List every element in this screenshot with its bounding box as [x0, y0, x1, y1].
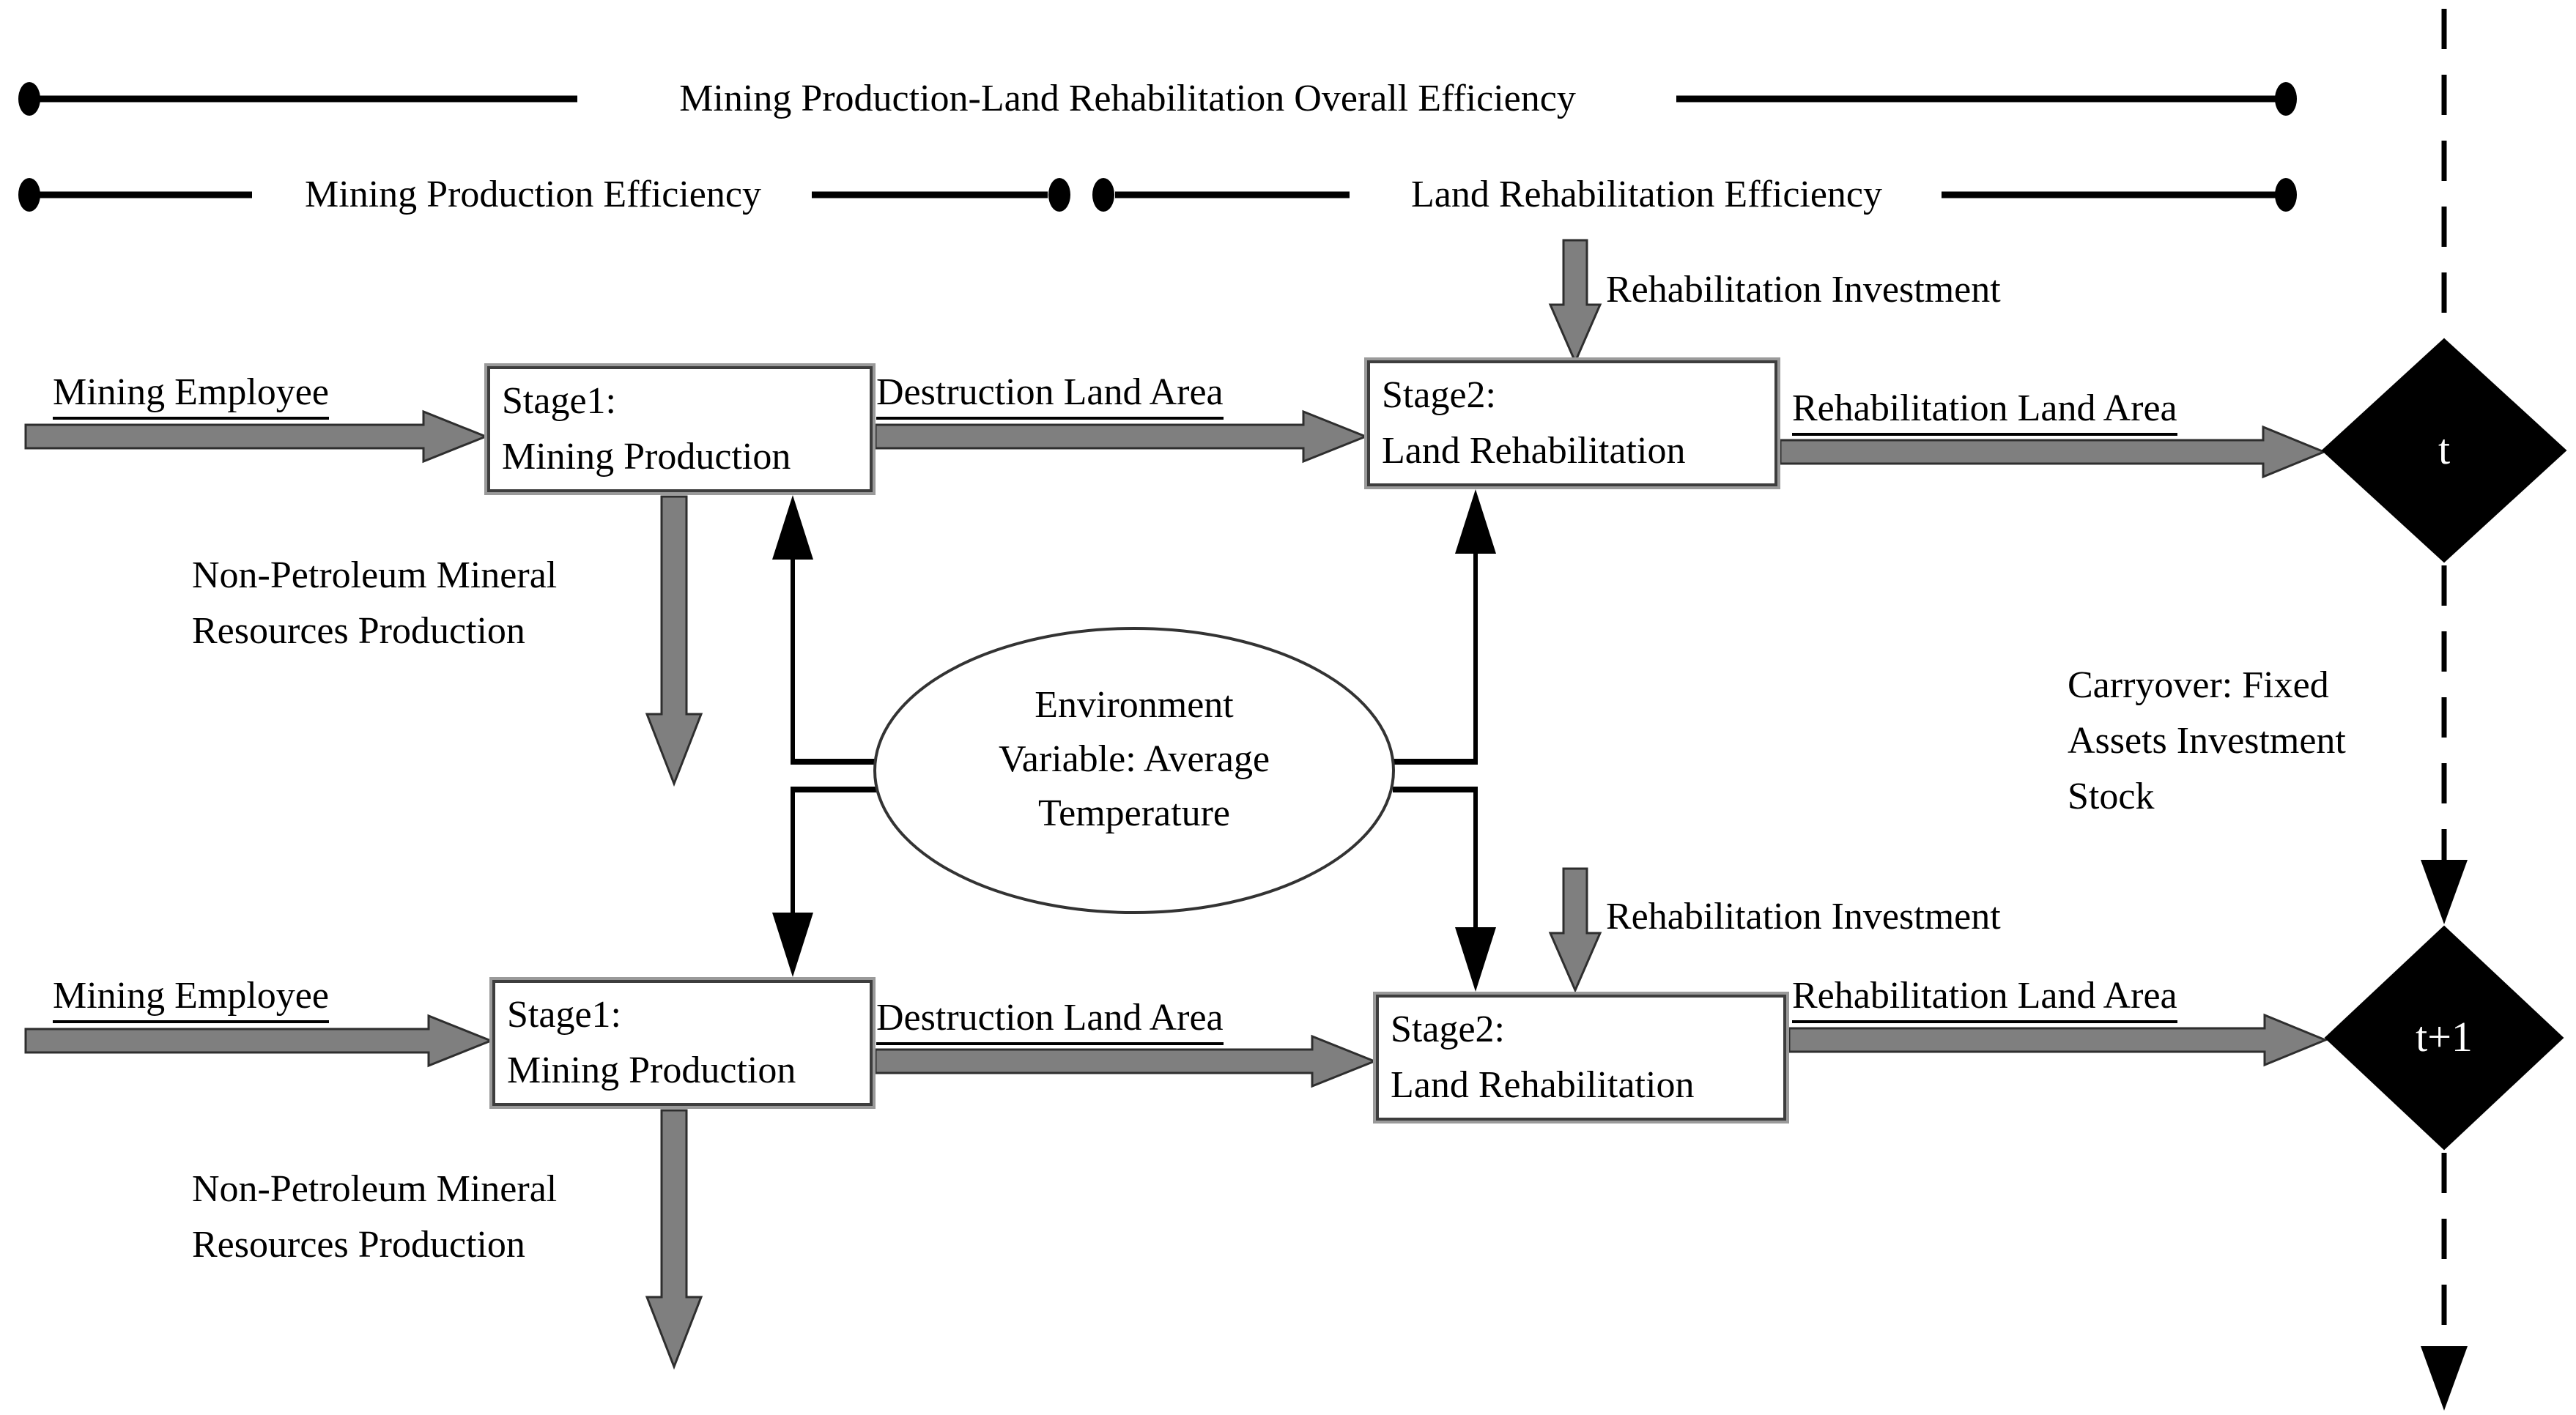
environment-variable-line1: Environment	[1035, 684, 1234, 726]
legend-overall-left-dot	[18, 82, 40, 116]
carryover-label: Carryover: Fixed Assets Investment Stock	[2068, 658, 2346, 825]
rehabilitation-investment-label-t1: Rehabilitation Investment	[1606, 896, 2001, 937]
environment-variable-ellipse	[873, 627, 1395, 914]
non-petroleum-label-t: Non-Petroleum Mineral Resources Producti…	[192, 548, 557, 659]
non-petroleum-output-arrow-t1	[645, 1109, 703, 1370]
stage1-box-t1-line1: Stage1:	[507, 994, 621, 1036]
stage2-box-t1: Stage2: Land Rehabilitation	[1373, 992, 1789, 1124]
legend-overall-efficiency-label: Mining Production-Land Rehabilitation Ov…	[679, 78, 1576, 119]
mining-employee-arrow-t1	[24, 1014, 495, 1068]
period-diamond-t1	[2324, 925, 2564, 1151]
env-right-up-arrowhead	[1455, 489, 1496, 554]
destruction-land-area-arrow-t	[874, 409, 1369, 464]
mining-employee-arrow-t	[24, 409, 489, 464]
stage2-box-t1-line2: Land Rehabilitation	[1391, 1064, 1695, 1106]
env-left-down-arrowhead	[772, 913, 813, 977]
env-left-up-arrowhead	[772, 495, 813, 560]
stage2-box-t: Stage2: Land Rehabilitation	[1364, 357, 1780, 489]
environment-variable-line3: Temperature	[1038, 792, 1230, 834]
environment-variable-label: Environment Variable: Average Temperatur…	[878, 678, 1391, 841]
legend-rehab-left-dot	[1092, 178, 1114, 212]
rehabilitation-land-area-label-t1: Rehabilitation Land Area	[1792, 974, 2177, 1023]
legend-rehab-right-dot	[2275, 178, 2297, 212]
period-label-t1: t+1	[2416, 1013, 2473, 1061]
carryover-arrowhead-into-t1	[2421, 860, 2468, 924]
legend-mining-left-dot	[18, 178, 40, 212]
rehabilitation-land-area-arrow-t1	[1788, 1013, 2328, 1067]
period-label-t: t	[2438, 426, 2451, 473]
rehabilitation-investment-label-t: Rehabilitation Investment	[1606, 269, 2001, 311]
stage2-box-t-line1: Stage2:	[1382, 374, 1496, 416]
non-petroleum-output-arrow-t	[645, 495, 703, 787]
stage1-box-t-line1: Stage1:	[502, 380, 616, 422]
non-petroleum-label-t1-line2: Resources Production	[192, 1224, 525, 1266]
stage2-box-t-line2: Land Rehabilitation	[1382, 430, 1686, 472]
legend-mining-right-dot	[1048, 178, 1070, 212]
non-petroleum-label-t-line1: Non-Petroleum Mineral	[192, 554, 558, 596]
destruction-land-area-label-t: Destruction Land Area	[876, 371, 1224, 420]
period-diamond-t	[2321, 338, 2567, 563]
carryover-arrowhead-bottom	[2421, 1346, 2468, 1411]
destruction-land-area-label-t1: Destruction Land Area	[876, 996, 1224, 1045]
stage2-box-t1-line1: Stage2:	[1391, 1009, 1505, 1050]
carryover-line2: Assets Investment	[2068, 720, 2346, 762]
stage1-box-t1-line2: Mining Production	[507, 1050, 796, 1091]
mining-employee-label-t1: Mining Employee	[53, 974, 329, 1023]
rehabilitation-investment-arrow-t	[1548, 239, 1602, 365]
stage1-box-t: Stage1: Mining Production	[484, 363, 876, 495]
legend-rehabilitation-efficiency-label: Land Rehabilitation Efficiency	[1410, 174, 1883, 215]
rehabilitation-land-area-label-t: Rehabilitation Land Area	[1792, 387, 2177, 436]
non-petroleum-label-t1: Non-Petroleum Mineral Resources Producti…	[192, 1162, 557, 1273]
non-petroleum-label-t1-line1: Non-Petroleum Mineral	[192, 1168, 558, 1210]
destruction-land-area-arrow-t1	[874, 1034, 1378, 1088]
legend-mining-efficiency-label: Mining Production Efficiency	[305, 174, 761, 215]
stage1-box-t-line2: Mining Production	[502, 436, 791, 478]
rehabilitation-investment-arrow-t1	[1548, 867, 1602, 993]
rehabilitation-land-area-arrow-t	[1779, 425, 2327, 479]
carryover-line3: Stock	[2068, 776, 2155, 817]
env-right-down-arrowhead	[1455, 927, 1496, 992]
stage1-box-t1: Stage1: Mining Production	[489, 977, 876, 1109]
legend-overall-right-dot	[2275, 82, 2297, 116]
carryover-line1: Carryover: Fixed	[2068, 664, 2329, 706]
environment-variable-line2: Variable: Average	[998, 738, 1270, 780]
mining-employee-label-t: Mining Employee	[53, 371, 329, 420]
non-petroleum-label-t-line2: Resources Production	[192, 610, 525, 652]
